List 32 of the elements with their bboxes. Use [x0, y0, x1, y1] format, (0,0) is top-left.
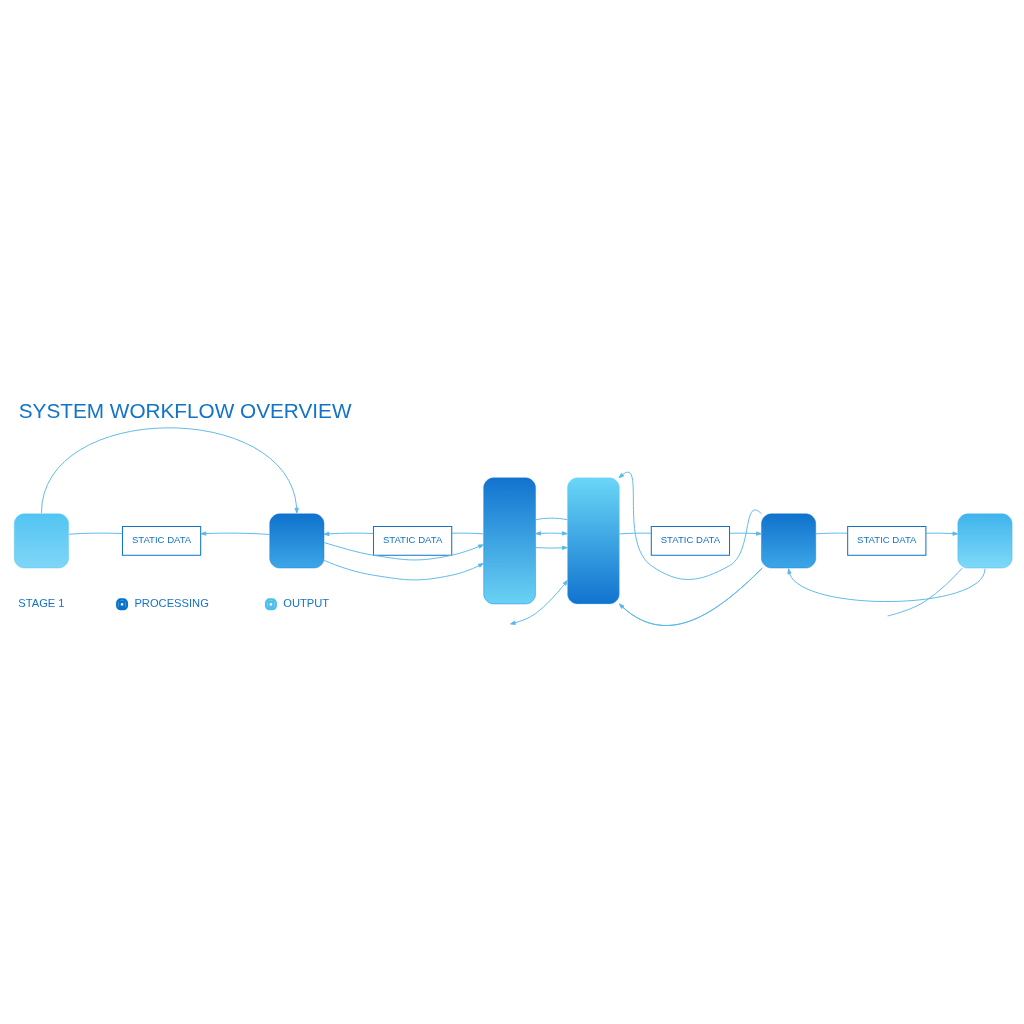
connector — [451, 532, 485, 535]
arrow — [618, 471, 762, 580]
arrow — [535, 531, 568, 536]
legend-label: OUTPUT — [283, 597, 330, 610]
diagram-title: SYSTEM WORKFLOW OVERVIEW — [18, 398, 352, 422]
arrow — [323, 531, 374, 536]
node-box: STATIC DATA — [373, 526, 453, 556]
node-box: STATIC DATA — [650, 526, 731, 556]
arrow — [323, 559, 484, 581]
node-box: STATIC DATA — [121, 526, 202, 556]
arrow — [40, 427, 299, 514]
connector — [619, 532, 652, 535]
node-box — [567, 477, 620, 605]
connector — [887, 567, 963, 617]
node-box — [483, 477, 536, 605]
node-box: STATIC DATA — [847, 526, 927, 556]
node-box — [14, 513, 69, 569]
arrow — [200, 531, 271, 536]
connector — [68, 532, 123, 535]
arrow — [787, 568, 986, 602]
connector — [535, 517, 568, 521]
arrow — [729, 531, 762, 536]
node-box — [957, 513, 1013, 569]
legend-label: PROCESSING — [134, 597, 209, 610]
node-box — [269, 513, 325, 569]
label: STAGE 1 — [18, 596, 65, 609]
arrow — [535, 545, 568, 550]
arrow — [323, 542, 484, 561]
arrow — [509, 579, 568, 625]
connector — [815, 532, 848, 535]
node-box — [761, 513, 816, 569]
arrow — [925, 531, 959, 536]
